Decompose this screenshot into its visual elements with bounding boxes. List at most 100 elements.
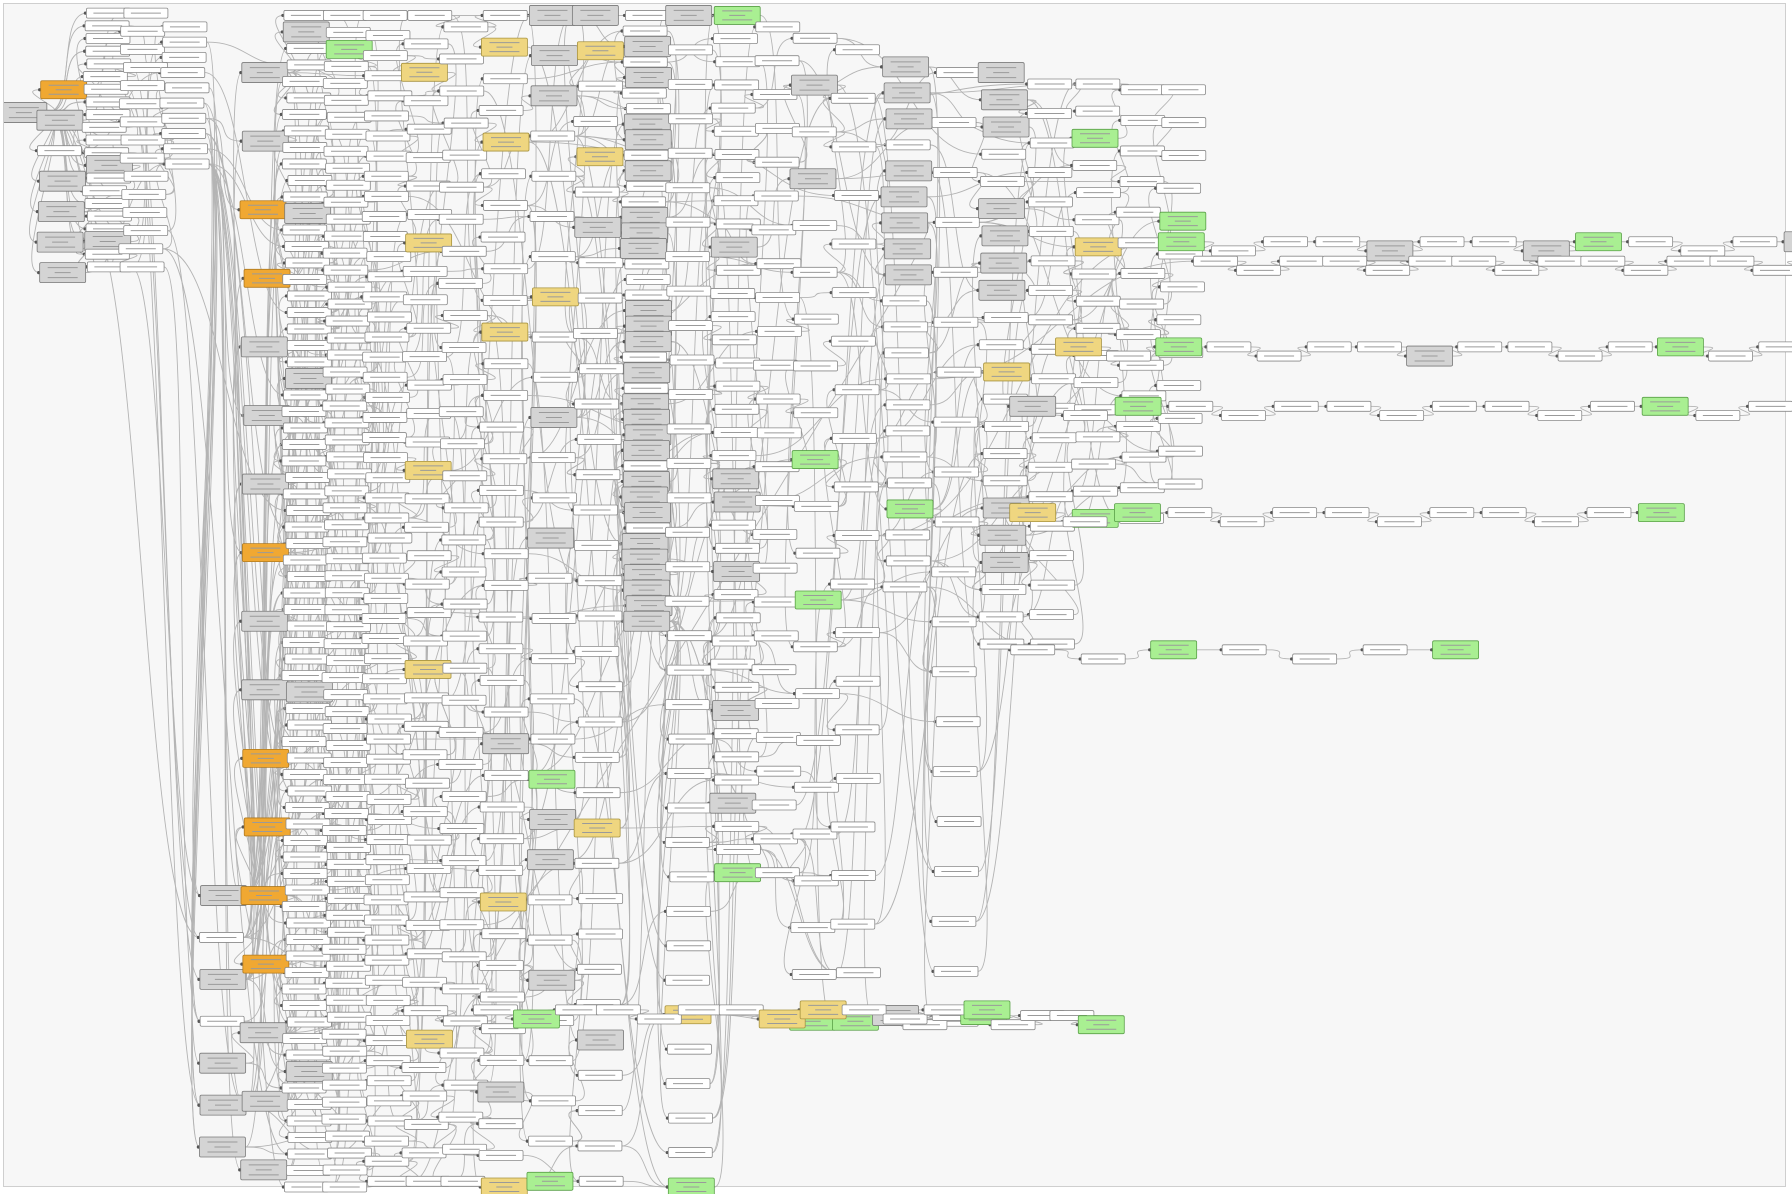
graph-node[interactable] — [625, 36, 671, 56]
graph-node[interactable] — [1367, 241, 1413, 261]
graph-node[interactable] — [244, 818, 290, 836]
graph-node[interactable] — [440, 920, 484, 930]
graph-node[interactable] — [41, 81, 87, 99]
graph-node[interactable] — [531, 46, 577, 66]
graph-node[interactable] — [983, 476, 1027, 486]
graph-node[interactable] — [365, 332, 409, 342]
graph-node[interactable] — [575, 187, 619, 197]
graph-node[interactable] — [886, 530, 930, 540]
graph-node[interactable] — [625, 130, 671, 150]
graph-node[interactable] — [574, 505, 618, 515]
graph-node[interactable] — [932, 567, 976, 577]
graph-node[interactable] — [120, 153, 164, 163]
graph-node[interactable] — [711, 659, 755, 669]
graph-node[interactable] — [282, 159, 326, 169]
graph-node[interactable] — [882, 296, 926, 306]
graph-node[interactable] — [621, 238, 667, 258]
graph-canvas[interactable] — [3, 3, 1786, 1187]
graph-node[interactable] — [283, 225, 327, 235]
graph-node[interactable] — [624, 461, 668, 471]
graph-node[interactable] — [37, 146, 81, 156]
graph-node[interactable] — [322, 1097, 366, 1107]
graph-node[interactable] — [754, 631, 798, 641]
graph-node[interactable] — [625, 259, 669, 269]
graph-node[interactable] — [667, 941, 711, 951]
graph-node[interactable] — [284, 390, 328, 400]
graph-node[interactable] — [364, 573, 408, 583]
graph-node[interactable] — [283, 1000, 327, 1010]
graph-node[interactable] — [578, 611, 622, 621]
graph-node[interactable] — [323, 1182, 367, 1192]
graph-node[interactable] — [365, 774, 409, 784]
graph-node[interactable] — [757, 766, 801, 776]
graph-node[interactable] — [367, 151, 411, 161]
graph-node[interactable] — [367, 312, 411, 322]
graph-node[interactable] — [324, 197, 368, 207]
graph-node[interactable] — [288, 1149, 332, 1159]
graph-node[interactable] — [1073, 486, 1117, 496]
graph-node[interactable] — [983, 449, 1027, 459]
graph-node[interactable] — [935, 517, 979, 527]
graph-node[interactable] — [528, 1136, 572, 1146]
graph-node[interactable] — [285, 967, 329, 977]
graph-node[interactable] — [836, 676, 880, 686]
graph-node[interactable] — [287, 43, 331, 53]
graph-node[interactable] — [481, 38, 527, 56]
graph-node[interactable] — [483, 74, 527, 84]
graph-node[interactable] — [1733, 237, 1777, 247]
graph-node[interactable] — [791, 75, 837, 95]
graph-node[interactable] — [756, 394, 800, 404]
graph-node[interactable] — [1075, 215, 1119, 225]
graph-node[interactable] — [792, 451, 838, 469]
graph-node[interactable] — [832, 433, 876, 443]
graph-node[interactable] — [479, 485, 523, 495]
graph-node[interactable] — [364, 895, 408, 905]
graph-node[interactable] — [714, 126, 758, 136]
graph-node[interactable] — [479, 105, 523, 115]
graph-node[interactable] — [402, 1063, 446, 1073]
graph-node[interactable] — [574, 116, 618, 126]
graph-node[interactable] — [364, 654, 408, 664]
graph-node[interactable] — [403, 977, 447, 987]
graph-node[interactable] — [626, 523, 670, 533]
graph-node[interactable] — [934, 267, 978, 277]
graph-node[interactable] — [284, 10, 328, 20]
graph-node[interactable] — [284, 126, 328, 136]
graph-node[interactable] — [442, 343, 486, 353]
graph-node[interactable] — [755, 868, 799, 878]
graph-node[interactable] — [407, 551, 451, 561]
graph-node[interactable] — [123, 208, 167, 218]
graph-node[interactable] — [624, 363, 670, 383]
graph-node[interactable] — [1029, 226, 1073, 236]
graph-node[interactable] — [982, 149, 1026, 159]
graph-node[interactable] — [282, 901, 326, 911]
graph-node[interactable] — [479, 1119, 523, 1129]
graph-node[interactable] — [287, 621, 331, 631]
graph-node[interactable] — [326, 995, 370, 1005]
graph-node[interactable] — [483, 295, 527, 305]
graph-node[interactable] — [402, 1148, 446, 1158]
graph-node[interactable] — [1030, 138, 1074, 148]
graph-node[interactable] — [1118, 238, 1162, 248]
graph-node[interactable] — [362, 613, 406, 623]
graph-node[interactable] — [1076, 188, 1120, 198]
graph-node[interactable] — [529, 770, 575, 788]
graph-node[interactable] — [625, 290, 669, 300]
graph-node[interactable] — [120, 44, 164, 54]
graph-node[interactable] — [668, 1148, 712, 1158]
graph-node[interactable] — [242, 131, 288, 151]
graph-node[interactable] — [403, 266, 447, 276]
graph-node[interactable] — [982, 552, 1028, 572]
graph-node[interactable] — [324, 639, 368, 649]
graph-node[interactable] — [288, 786, 332, 796]
graph-node[interactable] — [715, 775, 759, 785]
graph-node[interactable] — [1076, 79, 1120, 89]
graph-node[interactable] — [715, 864, 761, 882]
graph-node[interactable] — [888, 478, 932, 488]
graph-node[interactable] — [407, 323, 451, 333]
graph-node[interactable] — [716, 358, 760, 368]
graph-node[interactable] — [326, 1131, 370, 1141]
graph-node[interactable] — [124, 8, 168, 18]
graph-node[interactable] — [714, 427, 758, 437]
graph-node[interactable] — [575, 752, 619, 762]
